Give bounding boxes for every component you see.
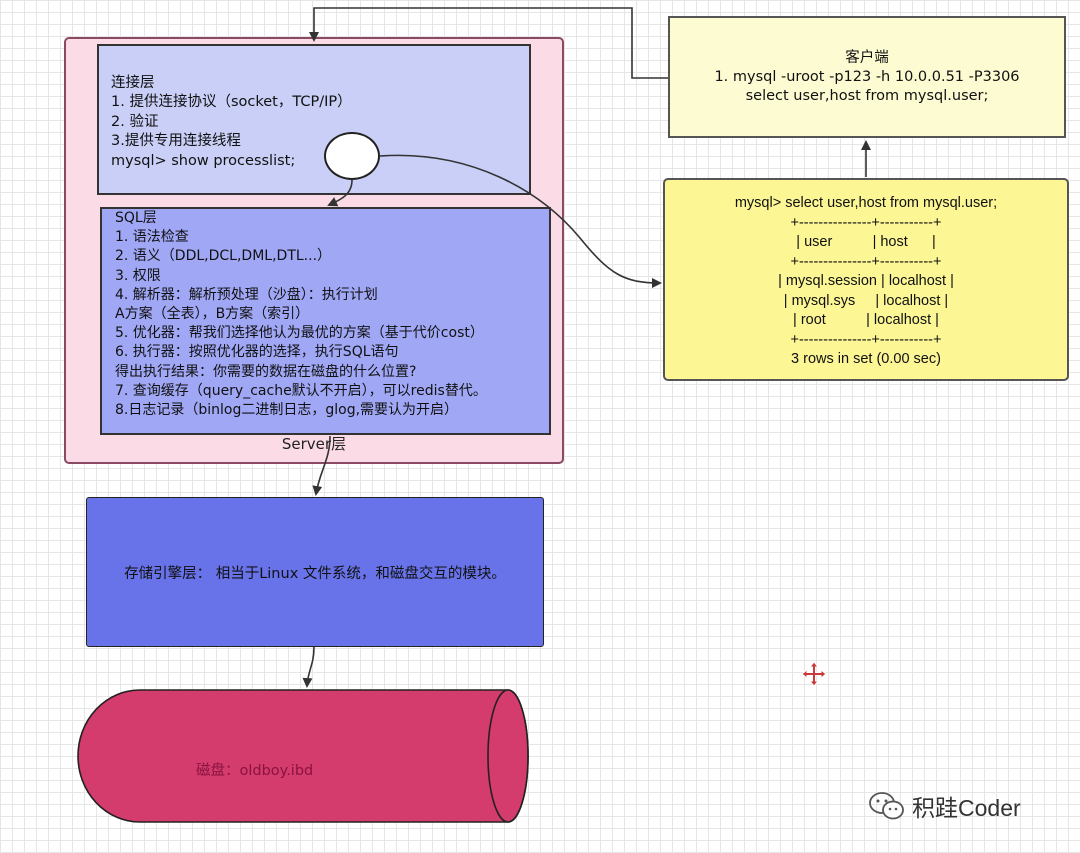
client-line: select user,host from mysql.user;	[745, 87, 989, 104]
query-result-box: mysql> select user,host from mysql.user;…	[663, 178, 1069, 381]
result-line: +---------------+-----------+	[790, 253, 942, 270]
sql-layer-line: 8.日志记录（binlog二进制日志，glog,需要认为开启）	[115, 402, 459, 419]
sql-layer-line: 2. 语义（DDL,DCL,DML,DTL...）	[115, 248, 332, 265]
sql-layer-title: SQL层	[115, 210, 157, 226]
result-line: 3 rows in set (0.00 sec)	[791, 351, 941, 367]
sql-layer-line: A方案（全表），B方案（索引）	[115, 306, 310, 323]
connection-layer-line: 2. 验证	[111, 113, 159, 130]
sql-layer-text: SQL层 1. 语法检查 2. 语义（DDL,DCL,DML,DTL...） 3…	[115, 209, 487, 420]
arrow-client-to-server	[309, 7, 668, 79]
connection-layer-box: 连接层 1. 提供连接协议（socket，TCP/IP） 2. 验证 3.提供专…	[97, 44, 531, 195]
connection-layer-line: 3.提供专用连接线程	[111, 133, 241, 150]
arrow-connection-to-result	[379, 154, 662, 288]
result-line: +---------------+-----------+	[790, 331, 942, 348]
result-line: | mysql.sys | localhost |	[783, 292, 949, 309]
result-line: | mysql.session | localhost |	[778, 273, 954, 289]
disk-cylinder	[77, 689, 529, 823]
sql-layer-line: 1. 语法检查	[115, 229, 189, 246]
result-line: | user | host |	[796, 234, 936, 250]
sql-layer-box: SQL层 1. 语法检查 2. 语义（DDL,DCL,DML,DTL...） 3…	[100, 207, 551, 435]
result-line: +---------------+-----------+	[790, 214, 942, 231]
sql-layer-line: 5. 优化器：帮我们选择他认为最优的方案（基于代价cost）	[115, 325, 484, 342]
client-line: 1. mysql -uroot -p123 -h 10.0.0.51 -P330…	[714, 68, 1020, 85]
arrow-server-to-storage	[312, 435, 331, 496]
sql-layer-line: 6. 执行器：按照优化器的选择，执行SQL语句	[115, 344, 399, 361]
storage-engine-layer-box: 存储引擎层： 相当于Linux 文件系统，和磁盘交互的模块。	[86, 497, 544, 647]
result-line: | root | localhost |	[793, 312, 939, 328]
sql-layer-line: 3. 权限	[115, 267, 161, 284]
storage-engine-layer-text: 存储引擎层： 相当于Linux 文件系统，和磁盘交互的模块。	[124, 565, 506, 582]
disk-label: 磁盘：oldboy.ibd	[196, 763, 314, 779]
watermark-text: 积跬Coder	[912, 795, 1021, 821]
client-title: 客户端	[845, 49, 889, 66]
connection-layer-title: 连接层	[111, 75, 155, 91]
client-box: 客户端 1. mysql -uroot -p123 -h 10.0.0.51 -…	[668, 16, 1066, 138]
sql-layer-line: 7. 查询缓存（query_cache默认不开启），可以redis替代。	[115, 382, 487, 399]
connection-layer-text: 连接层 1. 提供连接协议（socket，TCP/IP） 2. 验证 3.提供专…	[111, 74, 352, 171]
arrow-connection-to-sql	[327, 179, 353, 207]
processlist-circle	[324, 132, 380, 180]
watermark: 积跬Coder	[868, 789, 1021, 823]
move-cursor-icon	[801, 661, 827, 687]
wechat-icon	[869, 792, 904, 820]
connection-layer-line: mysql> show processlist;	[111, 152, 296, 169]
sql-layer-line: 得出执行结果：你需要的数据在磁盘的什么位置?	[115, 363, 417, 380]
arrow-storage-to-disk	[302, 646, 315, 688]
result-line: mysql> select user,host from mysql.user;	[734, 195, 998, 211]
sql-layer-line: 4. 解析器：解析预处理（沙盘）：执行计划	[115, 286, 378, 303]
connection-layer-line: 1. 提供连接协议（socket，TCP/IP）	[111, 94, 352, 111]
